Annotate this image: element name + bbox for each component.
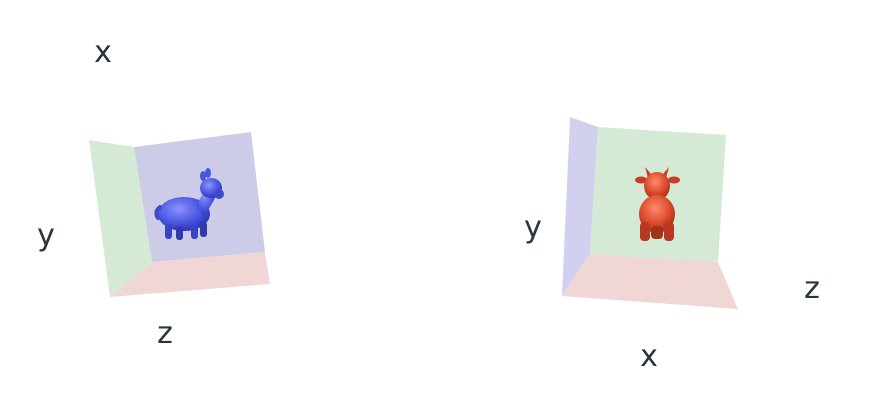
right-x-axis-label: x bbox=[640, 339, 658, 374]
left-back-wall bbox=[134, 132, 265, 262]
right-view: y z x bbox=[524, 117, 820, 374]
right-y-axis-label: y bbox=[524, 210, 542, 245]
left-side-wall bbox=[89, 140, 152, 297]
right-floor bbox=[562, 254, 738, 309]
right-z-axis-label: z bbox=[804, 271, 820, 306]
left-x-axis-label: x bbox=[94, 35, 112, 70]
left-floor bbox=[110, 252, 270, 297]
left-y-axis-label: y bbox=[37, 218, 55, 253]
left-z-axis-label: z bbox=[157, 316, 173, 351]
right-side-wall bbox=[562, 117, 598, 296]
left-view: x y z bbox=[37, 35, 270, 351]
left-animal-figure bbox=[154, 168, 224, 240]
right-animal-figure bbox=[635, 167, 680, 241]
